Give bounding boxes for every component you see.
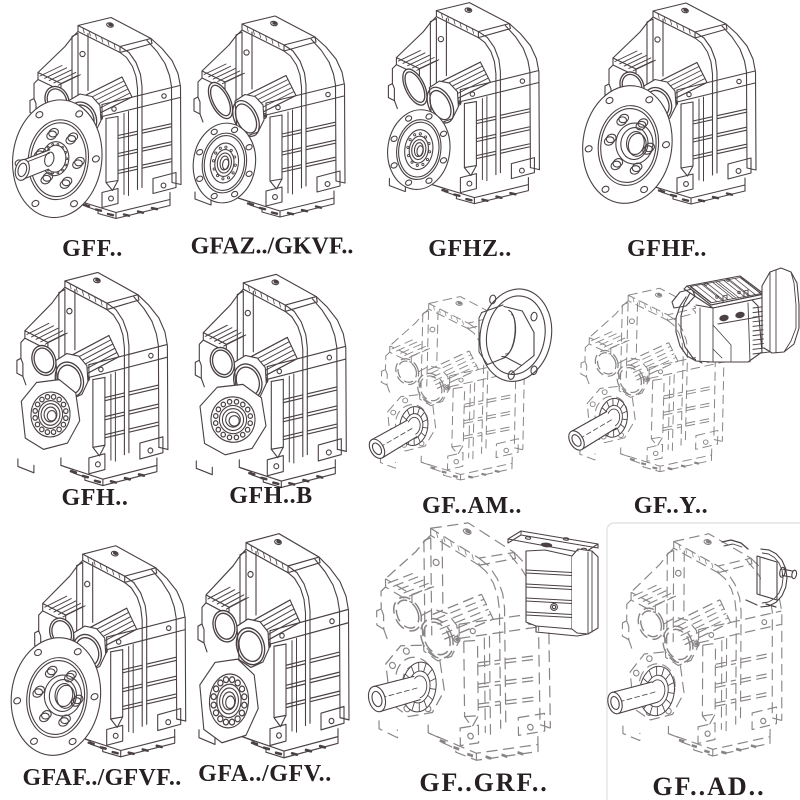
svg-text:GFF..: GFF..	[62, 236, 123, 262]
svg-text:GF..Y..: GF..Y..	[634, 493, 708, 519]
svg-text:GFA../GFV..: GFA../GFV..	[198, 761, 332, 787]
svg-text:GFHF..: GFHF..	[627, 236, 707, 262]
svg-text:GF..AM..: GF..AM..	[422, 493, 522, 519]
svg-text:GFHZ..: GFHZ..	[428, 236, 512, 262]
svg-text:GFAF../GFVF..: GFAF../GFVF..	[22, 765, 181, 791]
svg-text:GFAZ../GKVF..: GFAZ../GKVF..	[191, 234, 354, 260]
svg-text:GFH..B: GFH..B	[229, 483, 313, 509]
svg-text:GF..GRF..: GF..GRF..	[419, 768, 548, 797]
svg-text:GFH..: GFH..	[62, 485, 129, 511]
svg-text:GF..AD..: GF..AD..	[652, 772, 765, 800]
